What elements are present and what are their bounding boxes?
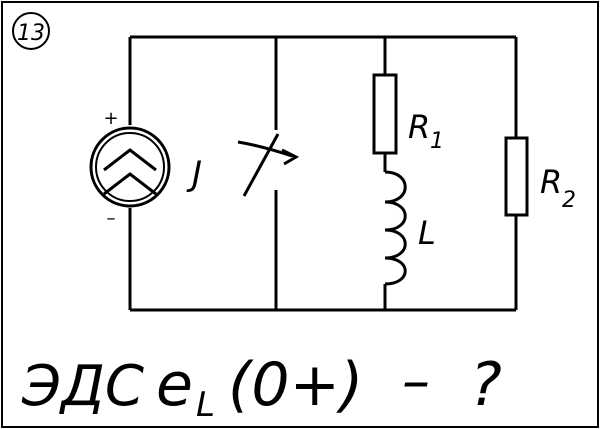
wires bbox=[128, 35, 518, 312]
inductor bbox=[384, 170, 407, 286]
question-mark: ? bbox=[470, 350, 502, 420]
question-prefix: ЭДС bbox=[21, 354, 144, 419]
problem-number-badge: 13 bbox=[12, 12, 50, 50]
source-minus-sign: – bbox=[107, 208, 116, 229]
resistor-r1 bbox=[372, 73, 398, 155]
r2-label: R bbox=[540, 163, 562, 201]
resistor-r2 bbox=[504, 136, 529, 217]
question-text: ЭДС e L (0+) – ? bbox=[21, 349, 502, 425]
r1-label-group: R 1 bbox=[408, 108, 444, 154]
r1-label: R bbox=[408, 108, 430, 146]
question-subscript: L bbox=[196, 385, 215, 425]
r1-subscript: 1 bbox=[430, 129, 444, 154]
question-e: e bbox=[156, 350, 193, 420]
problem-number: 13 bbox=[17, 21, 45, 46]
source-label: J bbox=[186, 154, 202, 194]
inductor-label: L bbox=[418, 214, 436, 252]
question-argument: (0+) bbox=[228, 350, 363, 420]
source-plus-sign: + bbox=[103, 108, 118, 129]
r2-subscript: 2 bbox=[562, 188, 576, 213]
question-dash: – bbox=[402, 349, 430, 414]
switch bbox=[237, 133, 300, 197]
r2-label-group: R 2 bbox=[540, 163, 576, 213]
current-source bbox=[89, 126, 171, 208]
